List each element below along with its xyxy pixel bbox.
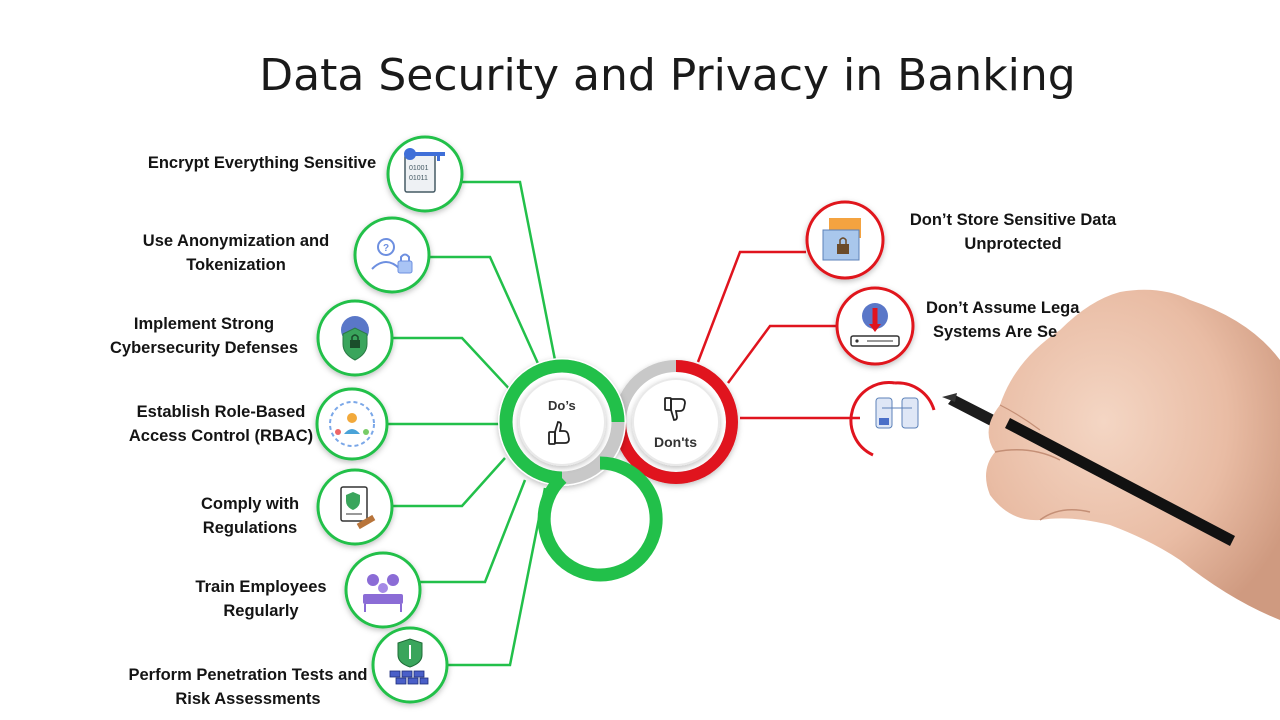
item-label-line1: Perform Penetration Tests and [128, 666, 368, 684]
svg-text:01001: 01001 [409, 165, 429, 172]
item-label-line1: Encrypt Everything Sensitive [147, 154, 377, 172]
donts-connectors [696, 250, 860, 420]
dos-connectors [385, 180, 557, 667]
dos-icon-circles: 01001 01011 ? [315, 135, 464, 704]
thumbs-down-icon [664, 397, 686, 421]
connector-line [445, 487, 547, 667]
anonymous-user-lock-icon: ? [353, 216, 431, 294]
item-label-line2: Regulations [202, 519, 298, 537]
donts-hub-label: Don'ts [654, 434, 697, 450]
dos-item-encrypt: Encrypt Everything Sensitive [146, 151, 378, 175]
connector-line [430, 255, 542, 369]
legacy-server-gear-icon [835, 286, 915, 366]
item-label-line2: Cybersecurity Defenses [109, 339, 298, 357]
dos-item-cybersecurity: Implement Strong Cybersecurity Defenses [104, 312, 304, 360]
donts-item-store-unprotected: Don’t Store Sensitive Data Unprotected [896, 208, 1130, 256]
svg-text:?: ? [383, 243, 389, 254]
svg-text:01011: 01011 [409, 175, 428, 182]
donts-icon-circles [805, 200, 936, 457]
item-label-line1: Establish Role-Based [136, 403, 306, 421]
item-label-line1: Use Anonymization and [142, 232, 330, 250]
thumbs-up-icon [548, 421, 570, 445]
item-label-line1: Implement Strong [133, 315, 275, 333]
team-training-icon [344, 551, 422, 629]
encryption-key-document-icon: 01001 01011 [386, 135, 464, 213]
donts-hub [614, 360, 738, 484]
dos-item-train: Train Employees Regularly [186, 575, 336, 623]
hand-with-marker [942, 289, 1280, 620]
item-label-line2: Regularly [223, 602, 299, 620]
item-label-line1: Train Employees [195, 578, 327, 596]
item-label-line2: Unprotected [964, 235, 1062, 253]
role-access-control-icon [315, 387, 389, 461]
item-label-line2: Risk Assessments [175, 690, 321, 708]
dos-hub-label: Do’s [548, 398, 576, 413]
connector-line [393, 336, 516, 396]
data-transfer-devices-icon [849, 381, 936, 457]
item-label-line1: Don’t Assume Lega [926, 299, 1080, 317]
compliance-document-gavel-icon [316, 468, 394, 546]
gear-shield-lock-icon [316, 299, 394, 377]
item-label-line2: Tokenization [186, 256, 286, 274]
donts-item-legacy-systems: Don’t Assume Lega Systems Are Se [920, 296, 1100, 344]
dos-item-pentest: Perform Penetration Tests and Risk Asses… [124, 663, 372, 711]
item-label-line2: Access Control (RBAC) [128, 427, 314, 445]
connector-line [393, 457, 506, 508]
dos-hub [498, 358, 663, 582]
item-label-line2: Systems Are Se [933, 323, 1058, 341]
item-label-line1: Comply with [200, 495, 300, 513]
page-title: Data Security and Privacy in Banking [259, 50, 1076, 101]
dos-item-rbac: Establish Role-Based Access Control (RBA… [128, 400, 314, 448]
connector-line [726, 324, 837, 384]
dos-item-comply: Comply with Regulations [190, 492, 310, 540]
item-label-line1: Don’t Store Sensitive Data [909, 211, 1117, 229]
connector-line [420, 479, 527, 584]
connector-line [461, 180, 557, 361]
shield-firewall-icon [371, 626, 449, 704]
connector-line [696, 250, 806, 363]
dos-item-anonymization: Use Anonymization and Tokenization [128, 229, 344, 277]
unprotected-folder-icon [805, 200, 885, 280]
